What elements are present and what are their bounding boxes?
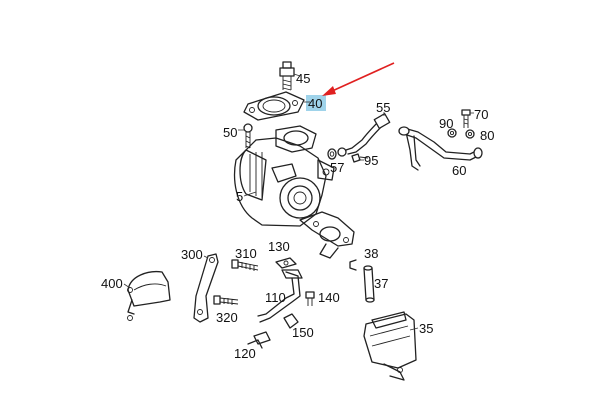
callout-400: 400 (101, 276, 123, 291)
callout-60: 60 (452, 163, 466, 178)
part-45-bolt (279, 61, 301, 91)
callout-140: 140 (318, 290, 340, 305)
callout-38: 38 (364, 246, 378, 261)
callout-110: 110 (265, 290, 286, 305)
part-40-gasket (243, 91, 310, 121)
part-35-actuator (363, 311, 419, 381)
callout-95: 95 (364, 153, 378, 168)
callout-150: 150 (292, 325, 314, 340)
part-5-turbocharger (233, 125, 355, 259)
callout-320: 320 (216, 310, 238, 325)
part-90-washer (447, 128, 457, 138)
callout-45: 45 (296, 71, 310, 86)
callout-90: 90 (439, 116, 453, 131)
part-400-heat-shield (123, 270, 171, 321)
callout-300: 300 (181, 247, 203, 262)
part-70-bolt (461, 109, 474, 128)
callout-57: 57 (330, 160, 344, 175)
part-80-washer (465, 129, 475, 139)
callout-40-highlight (306, 95, 326, 111)
part-60-return-line (398, 126, 483, 171)
part-38-clip (349, 259, 357, 271)
callout-80: 80 (480, 128, 494, 143)
part-110-pipe (257, 269, 303, 323)
part-50-stud (238, 123, 253, 149)
part-300-bracket (193, 253, 219, 323)
callout-5: 5 (236, 189, 243, 204)
part-310-bolt (231, 259, 259, 271)
callout-40: 40 (308, 96, 322, 111)
part-120-gasket (247, 331, 271, 349)
part-320-bolt (213, 295, 239, 305)
callout-50: 50 (223, 125, 237, 140)
callout-130: 130 (268, 239, 290, 254)
part-37-coolant-pipe (363, 265, 375, 303)
callout-37: 37 (374, 276, 388, 291)
part-57-washer (327, 148, 337, 160)
callout-55: 55 (376, 100, 390, 115)
part-130-gasket (275, 257, 297, 269)
part-95-bolt (351, 153, 369, 163)
part-55-oil-line (337, 112, 391, 157)
red-arrow-icon (322, 62, 395, 96)
callout-70: 70 (474, 107, 488, 122)
callout-310: 310 (235, 246, 257, 261)
callout-120: 120 (234, 346, 256, 361)
callout-35: 35 (419, 321, 433, 336)
part-140-bolt (305, 291, 315, 306)
part-150-clamp (283, 313, 299, 329)
